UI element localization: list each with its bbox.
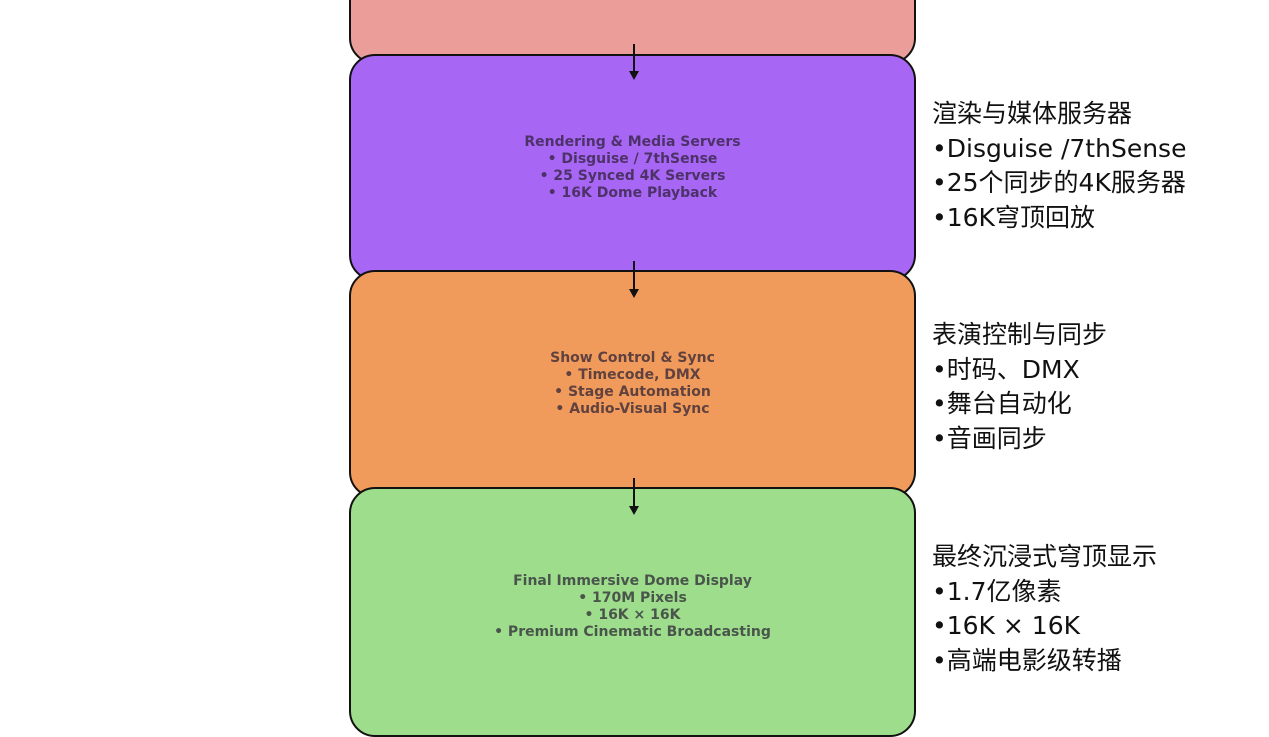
box-show-control-sync: Show Control & Sync • Timecode, DMX • St… [349, 270, 916, 498]
box-bullet: • 16K × 16K [584, 607, 681, 623]
note-show-control-sync: 表演控制与同步 •时码、DMX •舞台自动化 •音画同步 [932, 318, 1107, 456]
note-bullet: •音画同步 [932, 423, 1047, 453]
note-bullet: •舞台自动化 [932, 389, 1072, 418]
box-bullet: • Audio-Visual Sync [555, 401, 710, 417]
box-bullet: • 25 Synced 4K Servers [539, 167, 726, 184]
arrow-down-icon [629, 478, 639, 515]
note-title: 最终沉浸式穹顶显示 [932, 542, 1158, 571]
box-title: Rendering & Media Servers [524, 133, 741, 150]
arrow-down-icon [629, 44, 639, 80]
note-title: 渲染与媒体服务器 [932, 99, 1133, 128]
note-bullet: •16K × 16K [932, 611, 1080, 640]
arrow-down-icon [629, 261, 639, 298]
box-rendering-media-servers: Rendering & Media Servers • Disguise / 7… [349, 54, 916, 281]
box-bullet: • Timecode, DMX [564, 367, 701, 383]
box-bullet: • 16K Dome Playback [547, 184, 718, 201]
box-final-dome-display: Final Immersive Dome Display • 170M Pixe… [349, 487, 916, 737]
box-bullet: • Premium Cinematic Broadcasting [494, 624, 771, 640]
note-rendering-media-servers: 渲染与媒体服务器 •Disguise /7thSense •25个同步的4K服务… [932, 97, 1186, 235]
note-bullet: •时码、DMX [932, 354, 1080, 384]
box-title: Final Immersive Dome Display [513, 573, 752, 589]
note-final-dome-display: 最终沉浸式穹顶显示 •1.7亿像素 •16K × 16K •高端电影级转播 [932, 540, 1157, 678]
box-bullet: • Stage Automation [554, 384, 711, 400]
note-bullet: •1.7亿像素 [932, 576, 1062, 606]
box-title: Show Control & Sync [550, 350, 715, 366]
box-bullet: • Disguise / 7thSense [547, 150, 718, 167]
box-bullet: • 170M Pixels [578, 590, 687, 606]
note-bullet: •16K穹顶回放 [932, 202, 1095, 232]
note-bullet: •25个同步的4K服务器 [932, 168, 1186, 197]
note-title: 表演控制与同步 [932, 320, 1108, 349]
note-bullet: •高端电影级转播 [932, 645, 1122, 675]
note-bullet: •Disguise /7thSense [932, 133, 1187, 163]
box-previous-stage [349, 0, 916, 64]
